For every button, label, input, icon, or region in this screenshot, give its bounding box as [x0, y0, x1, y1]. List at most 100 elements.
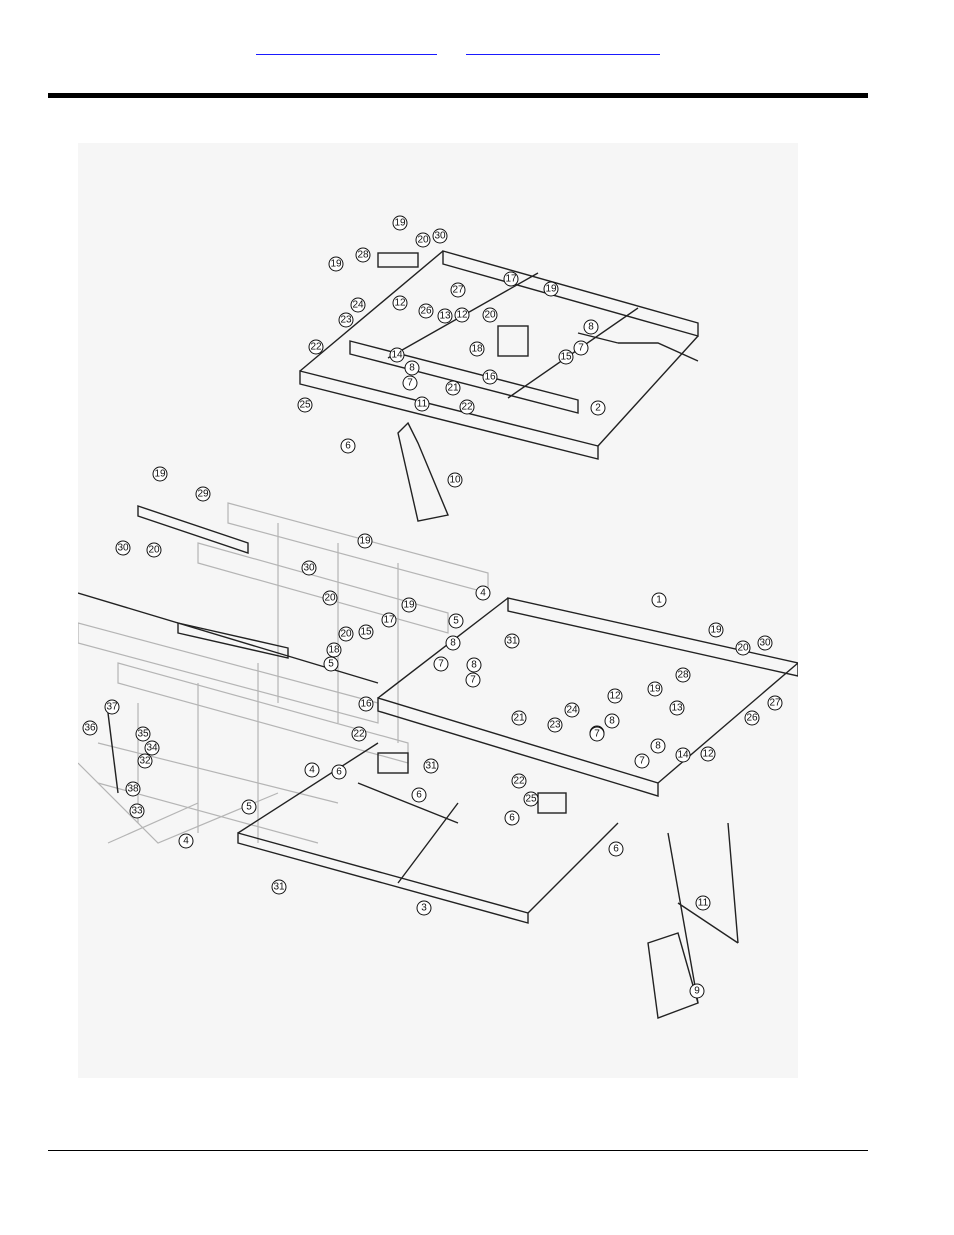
callout-balloon: 20 [147, 543, 161, 557]
svg-text:16: 16 [360, 699, 372, 710]
svg-text:24: 24 [352, 300, 364, 311]
svg-text:17: 17 [383, 615, 395, 626]
svg-text:7: 7 [438, 659, 444, 670]
callout-balloon: 17 [382, 613, 396, 627]
callout-balloon: 30 [433, 229, 447, 243]
callout-balloon: 19 [329, 257, 343, 271]
svg-text:20: 20 [148, 545, 160, 556]
callout-balloon: 16 [359, 697, 373, 711]
svg-text:7: 7 [594, 729, 600, 740]
callout-balloon: 1 [652, 593, 666, 607]
callout-balloon: 24 [351, 298, 365, 312]
svg-text:19: 19 [359, 536, 371, 547]
svg-text:33: 33 [131, 806, 143, 817]
svg-text:19: 19 [330, 259, 342, 270]
callout-balloon: 8 [605, 714, 619, 728]
callout-balloon: 19 [153, 467, 167, 481]
callout-balloon: 12 [455, 308, 469, 322]
callout-balloon: 23 [548, 718, 562, 732]
top-link-1[interactable] [256, 38, 437, 55]
callout-balloon: 11 [696, 896, 710, 910]
svg-text:9: 9 [694, 986, 700, 997]
svg-text:16: 16 [484, 372, 496, 383]
svg-text:31: 31 [425, 761, 437, 772]
svg-text:22: 22 [353, 729, 365, 740]
callout-balloon: 15 [359, 625, 373, 639]
svg-text:4: 4 [480, 588, 486, 599]
svg-text:10: 10 [449, 475, 461, 486]
svg-text:30: 30 [434, 231, 446, 242]
callout-balloon: 30 [116, 541, 130, 555]
callout-balloon: 14 [676, 748, 690, 762]
callout-balloon: 6 [332, 765, 346, 779]
svg-text:12: 12 [609, 691, 621, 702]
svg-text:19: 19 [649, 684, 661, 695]
callout-balloon: 19 [544, 282, 558, 296]
svg-text:24: 24 [566, 705, 578, 716]
svg-text:31: 31 [506, 636, 518, 647]
svg-text:4: 4 [183, 836, 189, 847]
svg-text:18: 18 [328, 645, 340, 656]
svg-text:20: 20 [484, 310, 496, 321]
svg-text:20: 20 [324, 593, 336, 604]
callout-balloon: 6 [505, 811, 519, 825]
svg-text:8: 8 [450, 638, 456, 649]
svg-text:5: 5 [328, 659, 334, 670]
svg-text:19: 19 [394, 218, 406, 229]
callout-balloon: 10 [448, 473, 462, 487]
svg-text:20: 20 [340, 629, 352, 640]
svg-text:22: 22 [513, 776, 525, 787]
callout-balloon: 20 [416, 233, 430, 247]
callout-balloon: 13 [670, 701, 684, 715]
svg-text:28: 28 [677, 670, 689, 681]
svg-text:30: 30 [117, 543, 129, 554]
svg-text:5: 5 [246, 802, 252, 813]
callout-balloon: 12 [608, 689, 622, 703]
callout-balloon: 7 [466, 673, 480, 687]
callout-balloon: 11 [415, 397, 429, 411]
svg-text:17: 17 [505, 274, 517, 285]
callout-balloon: 36 [83, 721, 97, 735]
svg-text:26: 26 [746, 713, 758, 724]
svg-text:5: 5 [453, 616, 459, 627]
svg-text:7: 7 [470, 675, 476, 686]
svg-text:21: 21 [513, 713, 525, 724]
svg-text:6: 6 [336, 767, 342, 778]
callout-balloon: 19 [358, 534, 372, 548]
callout-balloon: 19 [709, 623, 723, 637]
svg-text:19: 19 [154, 469, 166, 480]
callout-balloon: 33 [130, 804, 144, 818]
svg-text:11: 11 [417, 399, 428, 410]
callout-balloon: 12 [393, 296, 407, 310]
callout-balloon: 6 [609, 842, 623, 856]
callout-balloon: 7 [590, 727, 604, 741]
svg-text:27: 27 [769, 698, 781, 709]
svg-text:23: 23 [340, 315, 352, 326]
lower-frame [78, 506, 798, 1018]
svg-text:34: 34 [146, 743, 158, 754]
svg-text:7: 7 [407, 378, 413, 389]
top-link-2[interactable] [466, 38, 660, 55]
svg-text:6: 6 [416, 790, 422, 801]
callout-balloon: 26 [745, 711, 759, 725]
callout-balloon: 6 [341, 439, 355, 453]
callout-balloon: 31 [505, 634, 519, 648]
svg-text:36: 36 [84, 723, 96, 734]
callout-balloon: 26 [419, 304, 433, 318]
callout-balloon: 18 [327, 643, 341, 657]
upper-frame [300, 251, 698, 521]
callout-balloon: 17 [504, 272, 518, 286]
callout-balloon: 25 [524, 792, 538, 806]
header-rule [48, 93, 868, 98]
callout-balloon: 7 [403, 376, 417, 390]
callout-balloon: 24 [565, 703, 579, 717]
svg-text:7: 7 [639, 756, 645, 767]
lower-callouts: 19 29 30 20 19 30 20 4 17 19 1 5 31 20 1… [83, 467, 782, 998]
svg-text:14: 14 [391, 350, 403, 361]
callout-balloon: 4 [179, 834, 193, 848]
svg-text:25: 25 [299, 400, 311, 411]
svg-text:22: 22 [310, 342, 322, 353]
callout-balloon: 20 [323, 591, 337, 605]
svg-text:21: 21 [447, 383, 459, 394]
svg-text:25: 25 [525, 794, 537, 805]
